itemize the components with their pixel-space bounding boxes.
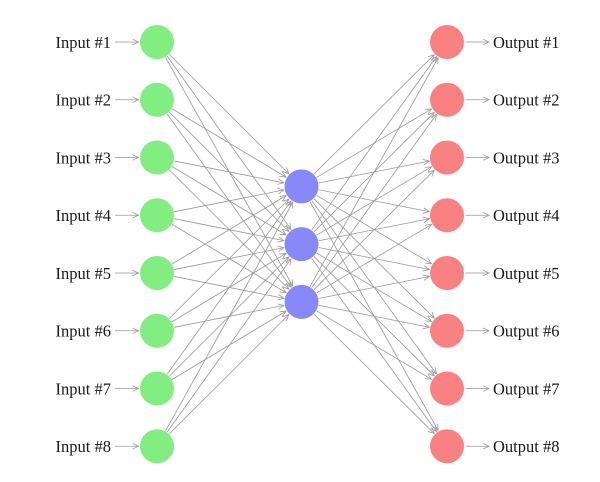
- output-node-5: [430, 256, 464, 290]
- output-node-6: [430, 313, 464, 348]
- output-node-3: [430, 140, 464, 175]
- edge-hidden-output: [313, 313, 435, 435]
- output-label: Output #7: [493, 379, 559, 398]
- input-node-8: [140, 429, 174, 464]
- output-node-4: [430, 198, 464, 233]
- hidden-node-3: [284, 284, 319, 319]
- edge-input-hidden: [174, 160, 285, 185]
- edge-hidden-output: [318, 304, 431, 330]
- input-label: Input #4: [56, 206, 111, 225]
- input-label: Input #5: [56, 264, 111, 283]
- input-label: Input #8: [56, 437, 111, 456]
- input-node-5: [140, 256, 174, 290]
- edge-input-hidden: [174, 187, 285, 213]
- hidden-node-1: [284, 169, 319, 204]
- edge-input-hidden: [166, 257, 292, 433]
- input-node-7: [140, 371, 174, 406]
- output-label: Output #5: [493, 264, 559, 283]
- edge-input-hidden: [171, 195, 287, 265]
- edge-hidden-output: [309, 56, 439, 287]
- edge-hidden-output: [311, 55, 438, 231]
- input-label: Input #6: [56, 322, 111, 341]
- edge-hidden-output: [313, 169, 435, 290]
- edge-input-hidden: [166, 200, 292, 375]
- input-label: Input #7: [56, 379, 111, 398]
- edge-hidden-output: [313, 54, 435, 175]
- output-label: Output #2: [493, 91, 559, 110]
- edge-hidden-output: [311, 113, 438, 288]
- edge-input-hidden: [169, 313, 290, 435]
- output-label: Output #6: [493, 322, 559, 341]
- labels-group: Input #1 Input #2 Input #3 Input #4 Input #5…: [56, 33, 560, 456]
- edge-input-hidden: [165, 201, 294, 432]
- output-label: Output #3: [493, 148, 559, 167]
- edge-hidden-output: [316, 223, 433, 294]
- input-node-1: [140, 25, 174, 59]
- output-label: Output #4: [493, 206, 559, 225]
- edges-group: [165, 54, 439, 435]
- input-label: Input #1: [56, 33, 111, 52]
- hidden-node-2: [284, 227, 319, 262]
- edge-input-hidden: [169, 54, 290, 175]
- output-node-1: [430, 25, 464, 59]
- nodes-group: [140, 25, 464, 464]
- output-node-2: [430, 82, 464, 117]
- edge-input-hidden: [169, 198, 290, 319]
- input-node-3: [140, 140, 174, 175]
- output-node-7: [430, 371, 464, 406]
- output-node-8: [430, 429, 464, 464]
- output-label: Output #8: [493, 437, 559, 456]
- output-label: Output #1: [493, 33, 559, 52]
- input-node-2: [140, 82, 174, 117]
- input-node-4: [140, 198, 174, 233]
- input-label: Input #3: [56, 148, 111, 167]
- input-label: Input #2: [56, 91, 111, 110]
- input-node-6: [140, 313, 174, 348]
- edge-input-hidden: [171, 108, 287, 178]
- edge-hidden-output: [316, 310, 433, 380]
- edge-hidden-output: [318, 274, 431, 299]
